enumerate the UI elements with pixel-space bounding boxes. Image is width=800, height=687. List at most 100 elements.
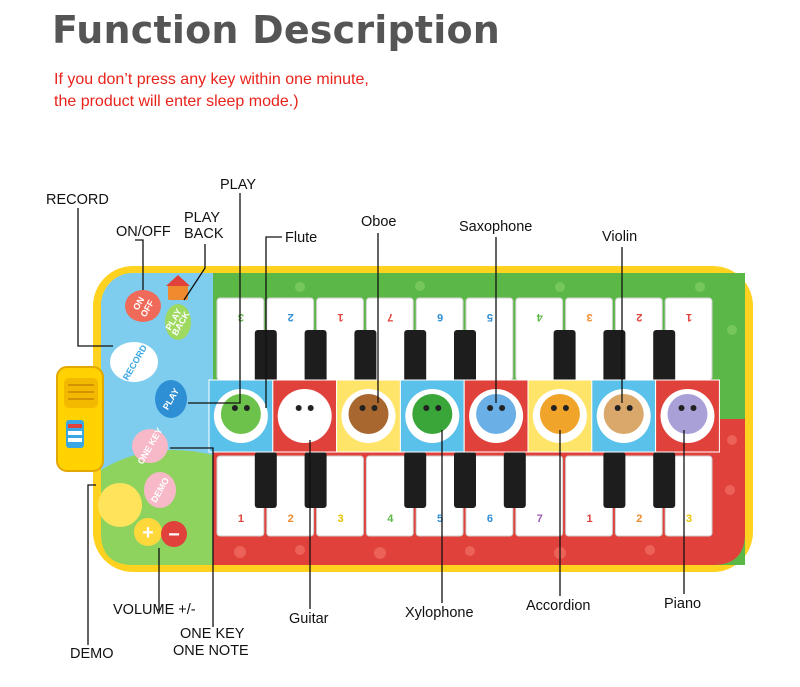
hippo-eye: [690, 405, 697, 411]
one-key-callout: [170, 447, 214, 627]
page-title: Function Description: [52, 8, 501, 52]
top-key-number: 2: [288, 311, 294, 323]
top-black-key: [304, 330, 327, 385]
record-callout: [77, 208, 113, 347]
one-key-pad: ONE KEY: [132, 426, 168, 466]
oboe-label: Oboe: [361, 214, 397, 230]
record-label: RECORD: [46, 192, 109, 208]
bottom-key-number: 7: [537, 513, 543, 525]
speaker-icon: [56, 366, 104, 472]
crocodile-eye: [423, 405, 430, 411]
demo-pad: DEMO: [144, 472, 176, 508]
volume-plus-pad: +: [134, 518, 162, 546]
play-label: PLAY: [220, 177, 257, 193]
bottom-key-number: 1: [586, 513, 592, 525]
top-black-key: [553, 330, 576, 385]
dog-eye: [614, 405, 621, 411]
plus-icon: +: [142, 522, 154, 544]
flute-label: Flute: [285, 230, 318, 246]
elephant-eye: [499, 405, 506, 411]
guitar-label: Guitar: [289, 611, 329, 627]
volume-minus-pad: −: [161, 521, 187, 547]
on-off-callout: [135, 239, 144, 290]
bottom-black-key: [304, 452, 327, 508]
bottom-key-number: 6: [487, 513, 493, 525]
sleep-note-line-2: the product will enter sleep mode.): [54, 93, 299, 110]
zebra-eye: [295, 405, 302, 411]
violin-label: Violin: [602, 229, 638, 245]
top-key-number: 7: [387, 311, 393, 323]
top-black-key: [404, 330, 427, 385]
bottom-black-key: [653, 452, 676, 508]
bottom-key-number: 2: [288, 513, 294, 525]
top-black-key: [354, 330, 377, 385]
frog-eye: [243, 405, 250, 411]
house-icon: [168, 284, 188, 300]
lion-eye: [562, 405, 569, 411]
elephant-icon: [476, 394, 517, 434]
top-key-number: 2: [636, 311, 642, 323]
top-black-key: [603, 330, 626, 385]
bottom-black-key: [603, 452, 626, 508]
minus-icon: −: [168, 524, 180, 546]
volume-label: VOLUME +/-: [113, 602, 196, 618]
xylophone-label: Xylophone: [405, 605, 474, 621]
play-back-callout: [183, 244, 206, 301]
on-off-label: ON/OFF: [116, 224, 171, 240]
one-key-label-line-2: ONE NOTE: [173, 643, 249, 659]
monkey-icon: [348, 394, 389, 434]
top-key-number: 1: [337, 311, 343, 323]
play-back-pad: PLAY BACK: [164, 275, 192, 340]
monkey-eye: [371, 405, 378, 411]
bottom-black-key: [254, 452, 277, 508]
play-pad: PLAY: [155, 380, 187, 418]
saxophone-label: Saxophone: [459, 219, 533, 235]
demo-callout: [87, 484, 96, 645]
bottom-key-number: 4: [387, 513, 394, 525]
hippo-icon: [667, 394, 708, 434]
top-key-number: 4: [536, 311, 543, 323]
on-off-pad: ON OFF: [125, 290, 161, 322]
bottom-black-key: [503, 452, 526, 508]
sleep-note-line-1: If you don’t press any key within one mi…: [54, 71, 369, 88]
top-key-number: 5: [487, 311, 493, 323]
flute-callout: [265, 236, 282, 408]
bottom-key-number: 2: [636, 513, 642, 525]
frog-eye: [231, 405, 238, 411]
top-key-number: 3: [586, 311, 592, 323]
zebra-icon: [284, 394, 325, 434]
demo-label: DEMO: [70, 646, 114, 662]
play-callout: [188, 193, 241, 404]
one-key-label-line-1: ONE KEY: [180, 626, 245, 642]
bottom-key-number: 1: [238, 513, 244, 525]
monkey-eye: [359, 405, 366, 411]
top-key-number: 3: [238, 311, 244, 323]
volume-callout: [157, 548, 160, 611]
bottom-key-number: 5: [437, 513, 443, 525]
elephant-eye: [487, 405, 494, 411]
dog-eye: [626, 405, 633, 411]
top-key-number: 1: [686, 311, 692, 323]
dog-icon: [603, 394, 644, 434]
zebra-eye: [307, 405, 314, 411]
accordion-label: Accordion: [526, 598, 591, 614]
crocodile-icon: [412, 394, 453, 434]
bottom-key-number: 3: [337, 513, 343, 525]
bottom-black-key: [404, 452, 427, 508]
sun-icon: [98, 483, 142, 527]
frog-icon: [220, 394, 261, 434]
record-pad: RECORD: [110, 342, 158, 382]
piano-label: Piano: [664, 596, 702, 612]
play-back-label-line-2: BACK: [184, 226, 224, 242]
bottom-black-key: [454, 452, 476, 508]
play-back-label-line-1: PLAY: [184, 210, 221, 226]
lion-eye: [550, 405, 557, 411]
top-key-number: 6: [437, 311, 443, 323]
instrument-animal-strip: [208, 379, 720, 453]
bottom-key-number: 3: [686, 513, 692, 525]
hippo-eye: [678, 405, 685, 411]
callout-lines: [77, 193, 685, 645]
crocodile-eye: [435, 405, 442, 411]
bottom-keyboard: 1 2 3 4 5 6 7 1 2 3: [216, 452, 713, 537]
